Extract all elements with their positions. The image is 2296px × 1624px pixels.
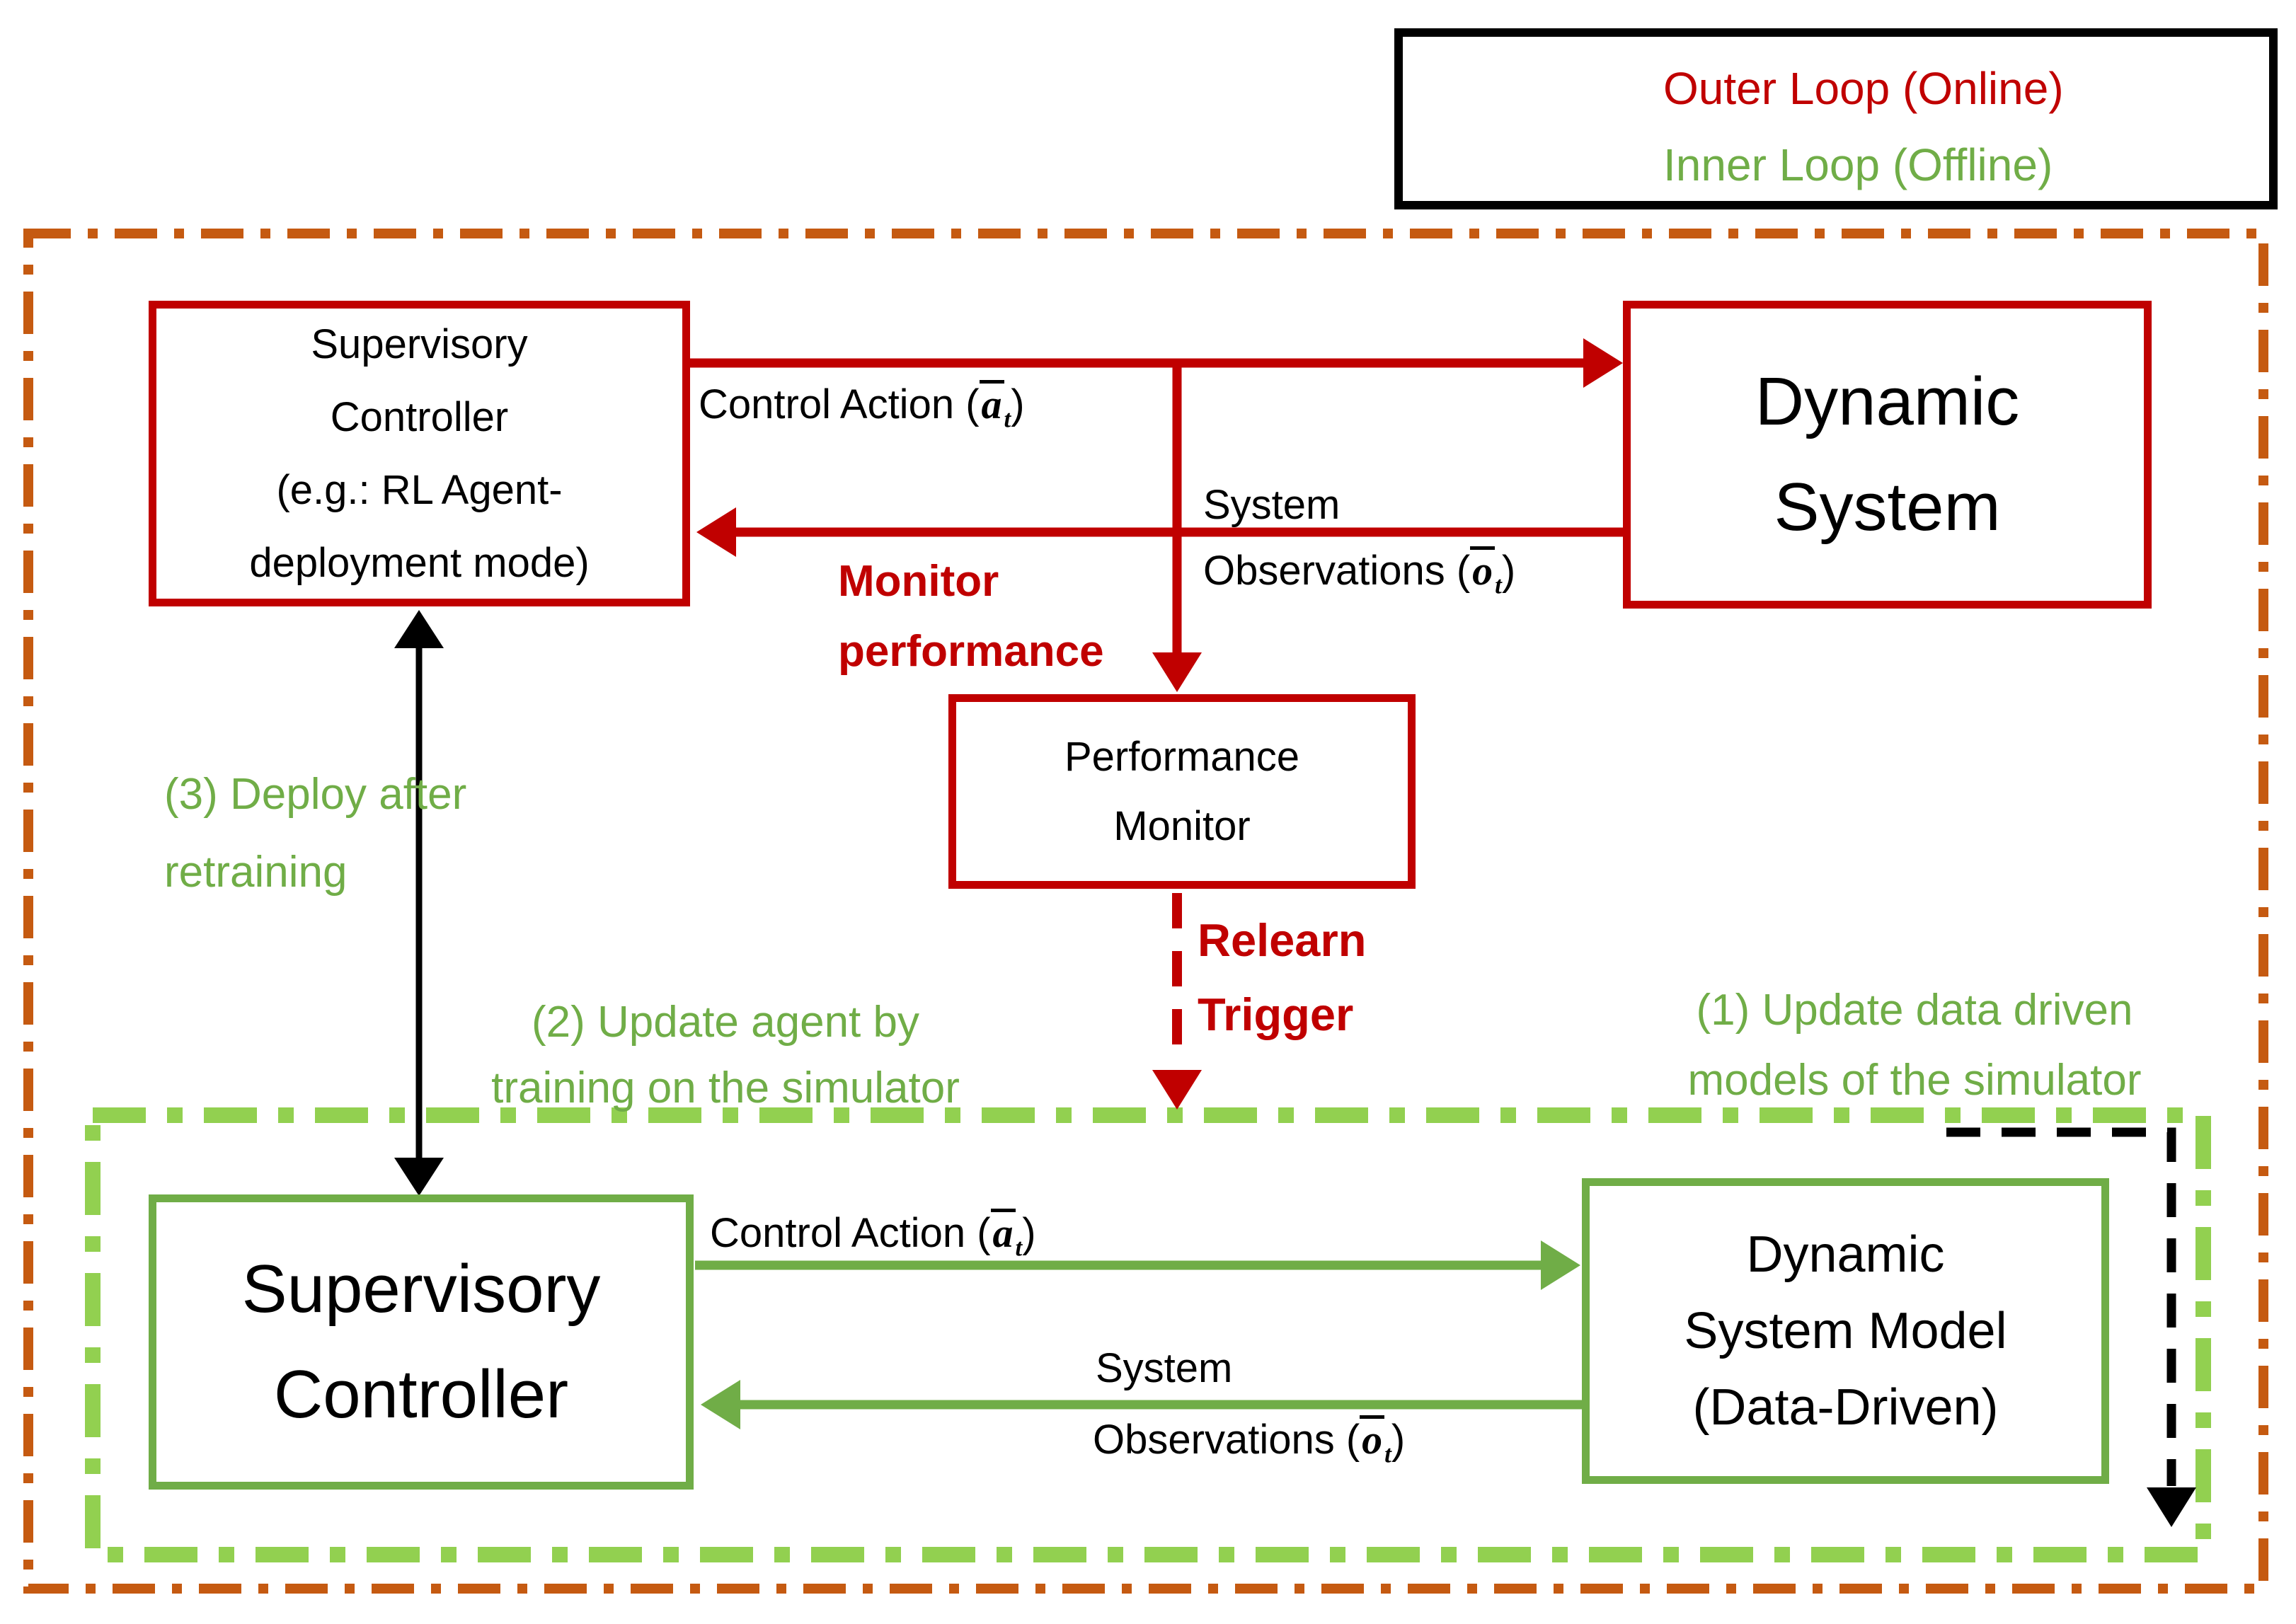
annotation-line: (3) Deploy after [164,770,467,819]
inner-control-action-label: Control Action (at) [710,1209,1036,1262]
label-text: Observations ( [1203,548,1471,594]
label-text: Observations ( [1093,1417,1360,1463]
relearn-trigger-label: Relearn Trigger [1198,903,1366,1052]
inner-system-observations-label-line2: Observations (ot) [1093,1415,1405,1469]
label-text: ) [1501,548,1516,594]
math-var: o [1470,546,1496,594]
label-text: ) [1011,381,1025,427]
box-line: Dynamic [1755,363,2020,439]
label-line: performance [838,627,1104,676]
label-text: Control Action ( [699,381,980,427]
outer-control-action-arrowhead [1583,338,1623,388]
box-line: Controller [330,393,509,440]
monitor-performance-label: Monitor performance [838,546,1104,686]
supervisory-controller-bottom-box: Supervisory Controller [149,1194,694,1490]
update-models-arrowhead [2147,1487,2196,1527]
box-line: System Model [1684,1303,2007,1359]
deploy-arrowhead-down [394,1158,444,1196]
math-var: o [1360,1415,1385,1463]
math-var-letter: a [992,1210,1014,1256]
label-text: ) [1391,1417,1406,1463]
math-subscript: t [1384,1440,1391,1468]
annotation-line: retraining [164,848,348,897]
annotation-line: (1) Update data driven [1696,986,2133,1035]
annotation-line: training on the simulator [491,1064,960,1112]
outer-control-action-label: Control Action (at) [699,380,1025,434]
inner-observations-arrowhead [701,1380,740,1429]
label-line: Monitor [838,557,999,606]
outer-system-observations-label-line2: Observations (ot) [1203,546,1515,600]
legend-inner-loop-label: Inner Loop (Offline) [1663,139,2053,190]
outer-observations-arrowhead [696,507,736,557]
relearn-trigger-arrowhead [1152,1070,1202,1110]
math-var: a [990,1209,1016,1256]
annotation-line: models of the simulator [1687,1056,2142,1105]
box-line: Monitor [1113,802,1251,849]
inner-control-action-arrowhead [1541,1240,1580,1290]
update-models-annotation: (1) Update data driven models of the sim… [1614,975,2215,1115]
math-var-letter: o [1362,1417,1383,1463]
math-var: a [979,380,1004,427]
inner-loop-border [85,1107,2211,1562]
update-models-dashed-arrow-line [1946,1127,2176,1486]
box-line: System [1774,468,2001,545]
outer-loop-border [23,229,2268,1594]
box-line: Performance [1064,734,1300,781]
supervisory-controller-top-box: Supervisory Controller (e.g.: RL Agent- … [149,301,690,606]
annotation-line: (2) Update agent by [531,998,919,1047]
box-line: Supervisory [311,321,528,367]
box-line: (Data-Driven) [1692,1379,1999,1436]
box-line: Supervisory [241,1250,601,1327]
math-var-letter: a [981,381,1002,427]
dynamic-system-box: Dynamic System [1623,301,2152,609]
outer-system-observations-label-line1: System [1203,482,1341,528]
inner-system-observations-label-line1: System [1096,1345,1233,1391]
dynamic-system-model-box: Dynamic System Model (Data-Driven) [1582,1178,2109,1484]
math-subscript: t [1004,405,1011,433]
label-text: ) [1022,1210,1036,1256]
label-line: Trigger [1198,989,1354,1041]
math-var-letter: o [1472,548,1493,594]
box-line: Dynamic [1746,1226,1945,1283]
update-agent-annotation: (2) Update agent by training on the simu… [396,989,1055,1121]
box-line: deployment mode) [249,540,590,587]
math-subscript: t [1495,571,1502,599]
deploy-after-retraining-annotation: (3) Deploy after retraining [164,756,466,912]
box-line: Controller [273,1356,569,1432]
deploy-arrowhead-up [394,610,444,648]
monitor-branch-arrowhead [1152,652,1202,692]
label-text: Control Action ( [710,1210,991,1256]
legend-outer-loop-label: Outer Loop (Online) [1663,63,2064,114]
box-line: (e.g.: RL Agent- [276,467,563,513]
legend [1394,28,2278,209]
math-subscript: t [1015,1233,1023,1262]
performance-monitor-box: Performance Monitor [948,694,1416,889]
label-line: Relearn [1198,914,1367,966]
